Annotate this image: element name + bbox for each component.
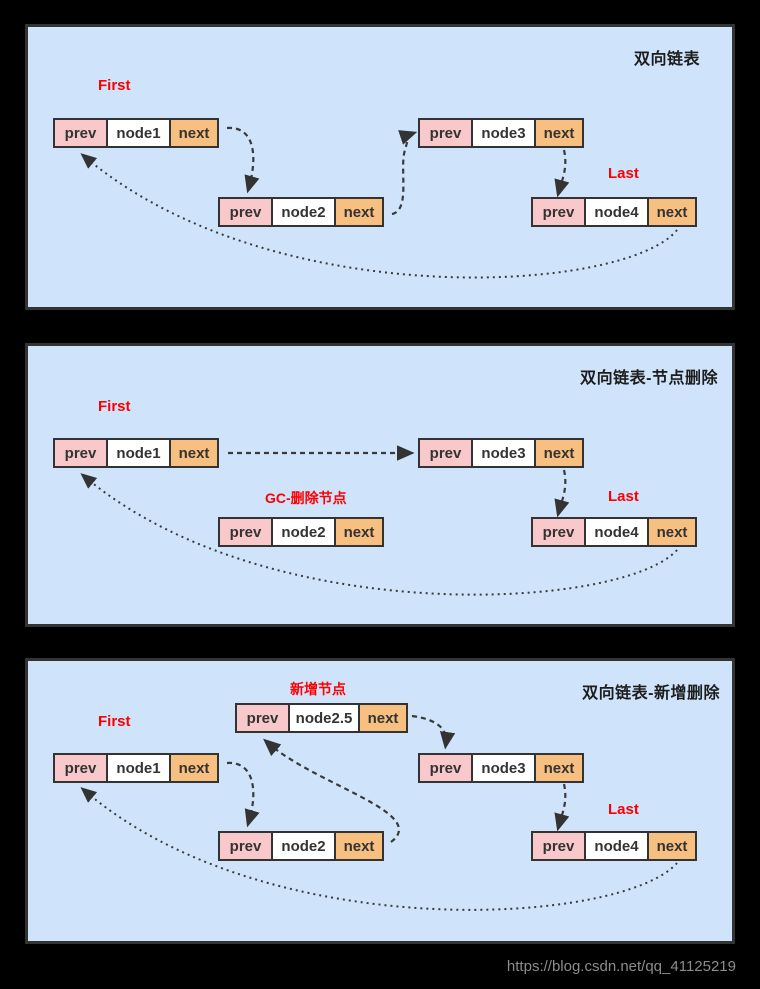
node-value-cell: node4	[584, 831, 649, 861]
node-box-node4: prev node4 next	[531, 831, 697, 861]
prev-pointer-cell: prev	[418, 118, 473, 148]
node-value-cell: node1	[106, 438, 171, 468]
panel-node-deletion: 双向链表-节点删除 First GC-删除节点 Last prev node1 …	[25, 343, 735, 627]
gc-deleted-node-label: GC-删除节点	[265, 490, 347, 506]
last-pointer-label: Last	[608, 488, 639, 505]
node-value-cell: node2	[271, 517, 336, 547]
arrow-node3next-to-node4prev	[554, 783, 570, 832]
arrow-node3next-to-node4prev	[554, 469, 570, 518]
node-box-node3: prev node3 next	[418, 753, 584, 783]
next-pointer-cell: next	[534, 118, 584, 148]
next-pointer-cell: next	[334, 517, 384, 547]
arrow-node2next-to-node3prev	[391, 130, 418, 216]
arrow-node1next-to-node2prev	[226, 126, 260, 194]
next-pointer-cell: next	[169, 118, 219, 148]
panel-doubly-linked-list: 双向链表 First Last prev node1 next prev nod…	[25, 24, 735, 310]
last-pointer-label: Last	[608, 801, 639, 818]
panel-node-insertion: 双向链表-新增删除 新增节点 First Last prev node2.5 n…	[25, 658, 735, 944]
node-box-node4: prev node4 next	[531, 517, 697, 547]
last-pointer-label: Last	[608, 165, 639, 182]
prev-pointer-cell: prev	[53, 753, 108, 783]
node-box-node4: prev node4 next	[531, 197, 697, 227]
prev-pointer-cell: prev	[53, 118, 108, 148]
first-pointer-label: First	[98, 713, 131, 730]
node-value-cell: node1	[106, 753, 171, 783]
node-box-node2: prev node2 next	[218, 197, 384, 227]
node-box-node2: prev node2 next	[218, 831, 384, 861]
arrow-node1next-to-node2prev	[226, 761, 260, 828]
first-pointer-label: First	[98, 398, 131, 415]
next-pointer-cell: next	[358, 703, 408, 733]
node-value-cell: node4	[584, 517, 649, 547]
prev-pointer-cell: prev	[531, 197, 586, 227]
node-box-node1: prev node1 next	[53, 753, 219, 783]
prev-pointer-cell: prev	[418, 438, 473, 468]
node-value-cell: node2	[271, 197, 336, 227]
node-box-node1: prev node1 next	[53, 118, 219, 148]
node-value-cell: node1	[106, 118, 171, 148]
prev-pointer-cell: prev	[235, 703, 290, 733]
next-pointer-cell: next	[534, 753, 584, 783]
node-value-cell: node4	[584, 197, 649, 227]
prev-pointer-cell: prev	[53, 438, 108, 468]
panel-title: 双向链表	[633, 51, 700, 68]
next-pointer-cell: next	[169, 438, 219, 468]
node-value-cell: node2.5	[288, 703, 360, 733]
arrow-node25next-to-node3prev	[411, 714, 456, 750]
node-value-cell: node2	[271, 831, 336, 861]
prev-pointer-cell: prev	[418, 753, 473, 783]
next-pointer-cell: next	[334, 197, 384, 227]
node-box-node2-deleted: prev node2 next	[218, 517, 384, 547]
node-value-cell: node3	[471, 753, 536, 783]
node-box-node2-5-inserted: prev node2.5 next	[235, 703, 408, 733]
prev-pointer-cell: prev	[531, 517, 586, 547]
prev-pointer-cell: prev	[218, 831, 273, 861]
node-box-node3: prev node3 next	[418, 118, 584, 148]
next-pointer-cell: next	[169, 753, 219, 783]
node-value-cell: node3	[471, 438, 536, 468]
prev-pointer-cell: prev	[531, 831, 586, 861]
new-node-label: 新增节点	[290, 681, 346, 697]
panel-title: 双向链表-节点删除	[580, 370, 718, 387]
next-pointer-cell: next	[334, 831, 384, 861]
panel-title: 双向链表-新增删除	[582, 685, 720, 702]
next-pointer-cell: next	[647, 517, 697, 547]
next-pointer-cell: next	[647, 831, 697, 861]
prev-pointer-cell: prev	[218, 197, 273, 227]
first-pointer-label: First	[98, 77, 131, 94]
node-box-node3: prev node3 next	[418, 438, 584, 468]
watermark-url: https://blog.csdn.net/qq_41125219	[506, 958, 736, 975]
node-value-cell: node3	[471, 118, 536, 148]
node-box-node1: prev node1 next	[53, 438, 219, 468]
next-pointer-cell: next	[647, 197, 697, 227]
arrow-node3next-to-node4prev	[554, 149, 570, 198]
prev-pointer-cell: prev	[218, 517, 273, 547]
next-pointer-cell: next	[534, 438, 584, 468]
arrow-node2next-to-node25prev	[263, 738, 400, 843]
